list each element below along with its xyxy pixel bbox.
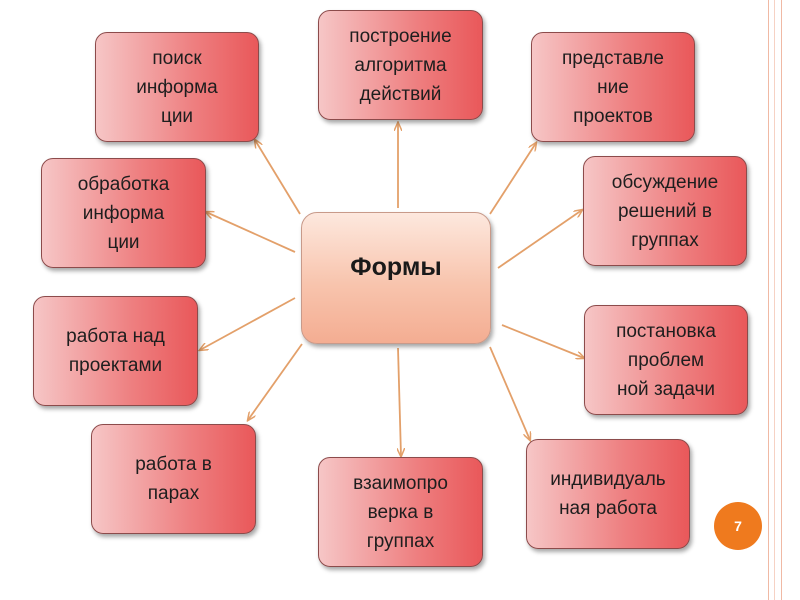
node-label: поиск информа ции bbox=[136, 47, 218, 127]
node-information-processing: обработка информа ции bbox=[41, 158, 206, 268]
arrow-to-projects-presentation bbox=[489, 143, 536, 215]
page-number: 7 bbox=[734, 518, 742, 534]
arrow-to-pair-work bbox=[248, 343, 303, 420]
arrow-to-discussion bbox=[497, 210, 582, 269]
node-label: работа над проектами bbox=[66, 326, 165, 376]
node-pair-work: работа в парах bbox=[91, 424, 256, 534]
node-label: обсуждение решений в группах bbox=[611, 171, 719, 251]
node-label: обработка информа ции bbox=[77, 173, 170, 253]
arrow-to-project-work bbox=[200, 297, 296, 350]
slide-border-decoration bbox=[768, 0, 782, 600]
node-problem-setting: постановка проблем ной задачи bbox=[584, 305, 748, 415]
arrow-to-individual bbox=[489, 346, 530, 440]
node-label: построение алгоритма действий bbox=[349, 25, 452, 105]
node-label: постановка проблем ной задачи bbox=[616, 320, 716, 400]
node-group-discussion: обсуждение решений в группах bbox=[583, 156, 747, 266]
node-individual-work: индивидуаль ная работа bbox=[526, 439, 690, 549]
node-label: представле ние проектов bbox=[562, 47, 664, 127]
arrow-to-search bbox=[255, 140, 301, 215]
node-label: взаимопро верка в группах bbox=[353, 472, 448, 552]
node-label: работа в парах bbox=[135, 454, 212, 504]
center-node-forms: Формы bbox=[301, 212, 491, 344]
center-node-label: Формы bbox=[350, 252, 442, 281]
page-number-badge: 7 bbox=[714, 502, 762, 550]
node-peer-review: взаимопро верка в группах bbox=[318, 457, 483, 567]
node-information-search: поиск информа ции bbox=[95, 32, 259, 142]
node-algorithm-building: построение алгоритма действий bbox=[318, 10, 483, 120]
arrow-to-peer-review bbox=[398, 347, 401, 456]
node-projects-presentation: представле ние проектов bbox=[531, 32, 695, 142]
node-project-work: работа над проектами bbox=[33, 296, 198, 406]
arrow-to-problem-setting bbox=[501, 324, 584, 358]
arrow-to-processing bbox=[206, 212, 296, 253]
node-label: индивидуаль ная работа bbox=[550, 469, 666, 519]
